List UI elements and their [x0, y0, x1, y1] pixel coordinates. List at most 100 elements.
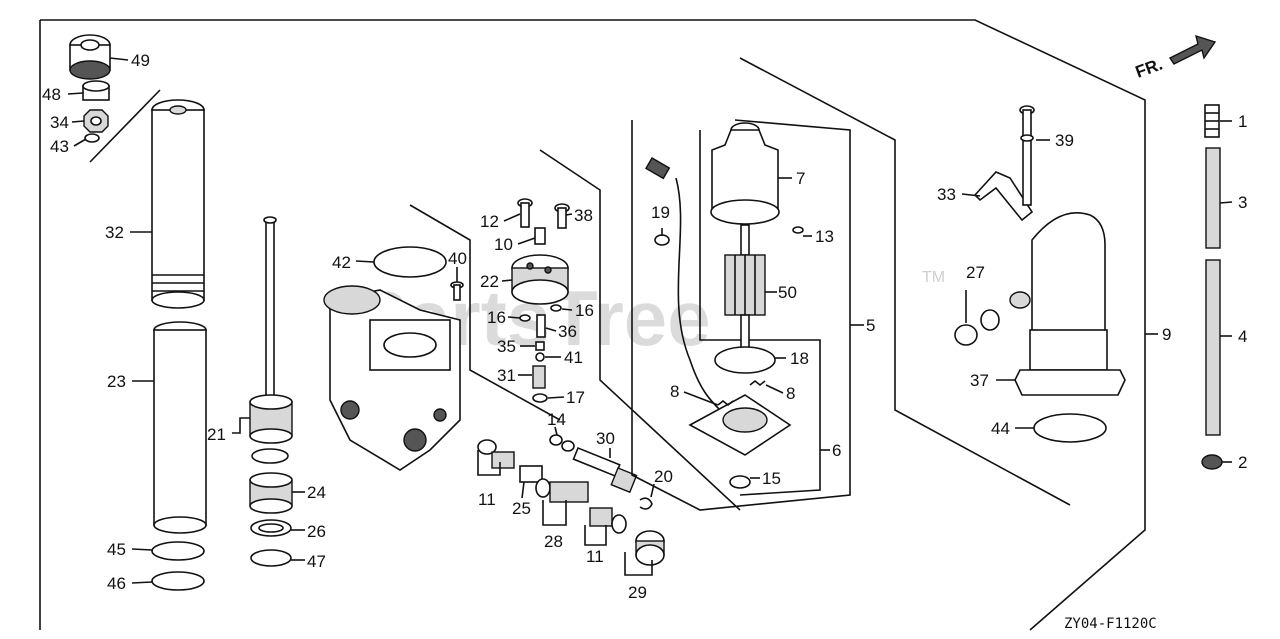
callout-15: 15: [762, 469, 781, 488]
part-32-cylinder: [151, 99, 205, 309]
part-43-washer: [84, 133, 100, 143]
part-17-o-ring: [532, 393, 548, 403]
callout-46: 46: [107, 574, 126, 593]
part-11-o-ring-b: [611, 514, 627, 534]
callout-1: 1: [1238, 112, 1247, 131]
callout-14: 14: [547, 410, 566, 429]
part-34-nut: [83, 109, 109, 133]
callout-50: 50: [778, 283, 797, 302]
part-45-o-ring: [151, 541, 205, 561]
callout-32: 32: [105, 223, 124, 242]
callout-36: 36: [558, 322, 577, 341]
callout-17: 17: [566, 388, 585, 407]
part-36-spring: [536, 314, 546, 338]
callout-18: 18: [790, 349, 809, 368]
callout-42: 42: [332, 253, 351, 272]
part-50-armature: [724, 224, 766, 356]
part-14-o-ring-a: [549, 434, 563, 446]
callout-39: 39: [1055, 131, 1074, 150]
part-10-pin: [534, 227, 546, 245]
callout-6: 6: [832, 441, 841, 460]
callout-44: 44: [991, 419, 1010, 438]
callout-40: 40: [448, 249, 467, 268]
callout-38: 38: [574, 206, 593, 225]
callout-41: 41: [564, 348, 583, 367]
callout-16-left: 16: [487, 308, 506, 327]
callout-9: 9: [1162, 325, 1171, 344]
callout-49: 49: [131, 51, 150, 70]
part-26-ring: [250, 519, 292, 537]
callout-28: 28: [544, 532, 563, 551]
callout-37: 37: [970, 371, 989, 390]
part-46-o-ring: [151, 571, 205, 591]
part-48-nut: [82, 80, 110, 101]
part-22-valve-body: [511, 254, 569, 305]
part-29-plug: [635, 530, 665, 566]
part-8-brush-a: [717, 399, 734, 407]
callout-11-right: 11: [586, 547, 604, 566]
part-7-motor-housing: [710, 122, 780, 225]
part-24-valve: [249, 472, 293, 514]
part-21-piston-rod: [249, 216, 293, 444]
callout-29: 29: [628, 583, 647, 602]
part-49-cap: [69, 34, 111, 80]
part-2-fitting: [1201, 454, 1223, 470]
part-11-o-ring-a: [477, 439, 497, 455]
callout-23: 23: [107, 372, 126, 391]
part-33-bracket: [973, 171, 1034, 222]
part-1-spring: [1204, 104, 1220, 138]
front-direction-indicator: FR.: [1133, 34, 1217, 82]
callout-5: 5: [866, 316, 875, 335]
part-38-bolt: [554, 203, 570, 229]
part-39-bolt: [1019, 105, 1035, 206]
callout-48: 48: [42, 85, 61, 104]
pump-housing: [323, 285, 461, 471]
valve-group-outline: [539, 149, 741, 511]
callout-47: 47: [307, 552, 326, 571]
part-18-o-ring: [714, 346, 776, 374]
watermark-trademark: TM: [922, 269, 945, 286]
part-30-spool: [572, 446, 638, 494]
callout-labels: 49 48 34 43 32 23 21 24 26 47 45 46 42 4…: [42, 51, 1247, 602]
callout-4: 4: [1238, 327, 1247, 346]
callout-34: 34: [50, 113, 69, 132]
motor-outline-9: [739, 57, 1071, 506]
motor-outline-5: [631, 119, 851, 511]
part-31-check-valve: [532, 365, 546, 389]
callout-20: 20: [654, 467, 673, 486]
part-3-rod: [1205, 147, 1221, 249]
callout-30: 30: [596, 429, 615, 448]
front-arrow-icon: [1168, 34, 1217, 65]
part-42-o-ring: [373, 246, 447, 278]
callout-11-left: 11: [478, 490, 496, 509]
callout-25: 25: [512, 499, 531, 518]
callout-8-right: 8: [786, 384, 795, 403]
callout-43: 43: [50, 137, 69, 156]
callout-12: 12: [480, 212, 499, 231]
callout-26: 26: [307, 522, 326, 541]
part-47-ring: [250, 549, 292, 567]
callout-24: 24: [307, 483, 326, 502]
part-15-washer: [729, 475, 751, 489]
part-11-plug-a: [491, 451, 515, 469]
part-25-fitting: [519, 465, 543, 483]
part-16-ball-b: [550, 304, 562, 312]
callout-35: 35: [497, 337, 516, 356]
assembly-outline: [89, 89, 161, 163]
part-28-valve: [535, 478, 589, 503]
callout-22: 22: [480, 272, 499, 291]
callout-45: 45: [107, 540, 126, 559]
callout-3: 3: [1238, 193, 1247, 212]
part-44-o-ring: [1033, 413, 1107, 443]
callout-19: 19: [651, 203, 670, 222]
assembly-outline-frame: [40, 19, 1146, 631]
part-20-clip: [639, 497, 653, 510]
part-6-brush-holder: [688, 394, 792, 456]
callout-21: 21: [207, 425, 226, 444]
callout-10: 10: [494, 235, 513, 254]
callout-2: 2: [1238, 453, 1247, 472]
part-37-reservoir: [1009, 211, 1126, 396]
part-12-bolt: [517, 198, 533, 228]
diagram-code: ZY04-F1120C: [1064, 616, 1157, 632]
